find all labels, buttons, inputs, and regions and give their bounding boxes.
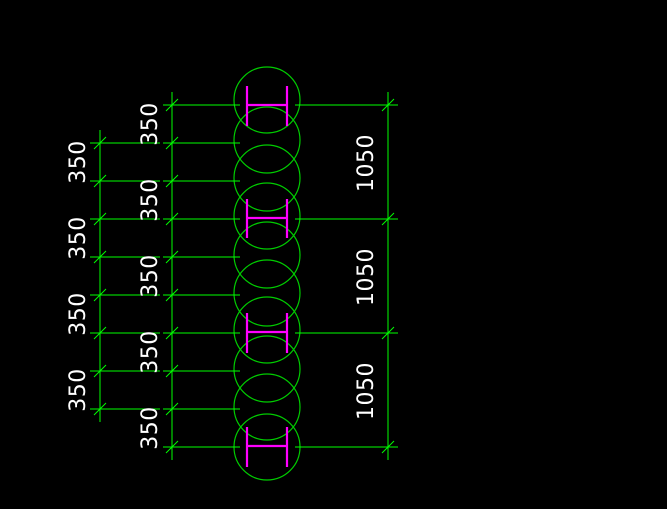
dim-text-middle-2: 350 xyxy=(138,178,163,222)
dim-text-left-2: 350 xyxy=(66,216,91,260)
tick-marks xyxy=(93,98,395,454)
dim-text-right-2: 1050 xyxy=(354,248,379,306)
dimension-lines xyxy=(99,92,389,460)
dimension-texts-right: 1050 1050 1050 xyxy=(354,134,379,420)
dim-text-right-3: 1050 xyxy=(354,362,379,420)
dim-text-middle-3: 350 xyxy=(138,254,163,298)
extension-lines xyxy=(90,104,398,448)
dim-text-left-4: 350 xyxy=(66,368,91,412)
pile-circle xyxy=(233,221,301,289)
steel-sections xyxy=(245,86,289,467)
pile-circle xyxy=(233,296,301,364)
dim-text-middle-1: 350 xyxy=(138,102,163,146)
pile-circle xyxy=(233,106,301,174)
dim-text-right-1: 1050 xyxy=(354,134,379,192)
i-beam-icon xyxy=(245,199,289,238)
dim-text-middle-4: 350 xyxy=(138,330,163,374)
i-beam-icon xyxy=(245,427,289,467)
dimension-texts-middle: 350 350 350 350 350 xyxy=(138,102,163,450)
dim-text-left-1: 350 xyxy=(66,140,91,184)
i-beam-icon xyxy=(245,86,289,126)
pile-circle xyxy=(233,259,301,327)
pile-circle xyxy=(233,373,301,441)
pile-circle xyxy=(233,66,301,134)
pile-circle xyxy=(233,144,301,212)
dimension-texts-left: 350 350 350 350 xyxy=(66,140,91,412)
i-beam-icon xyxy=(245,313,289,353)
pile-circle xyxy=(233,335,301,403)
pile-circles xyxy=(233,66,301,481)
dim-text-middle-5: 350 xyxy=(138,406,163,450)
dim-text-left-3: 350 xyxy=(66,292,91,336)
pile-circle xyxy=(233,182,301,250)
